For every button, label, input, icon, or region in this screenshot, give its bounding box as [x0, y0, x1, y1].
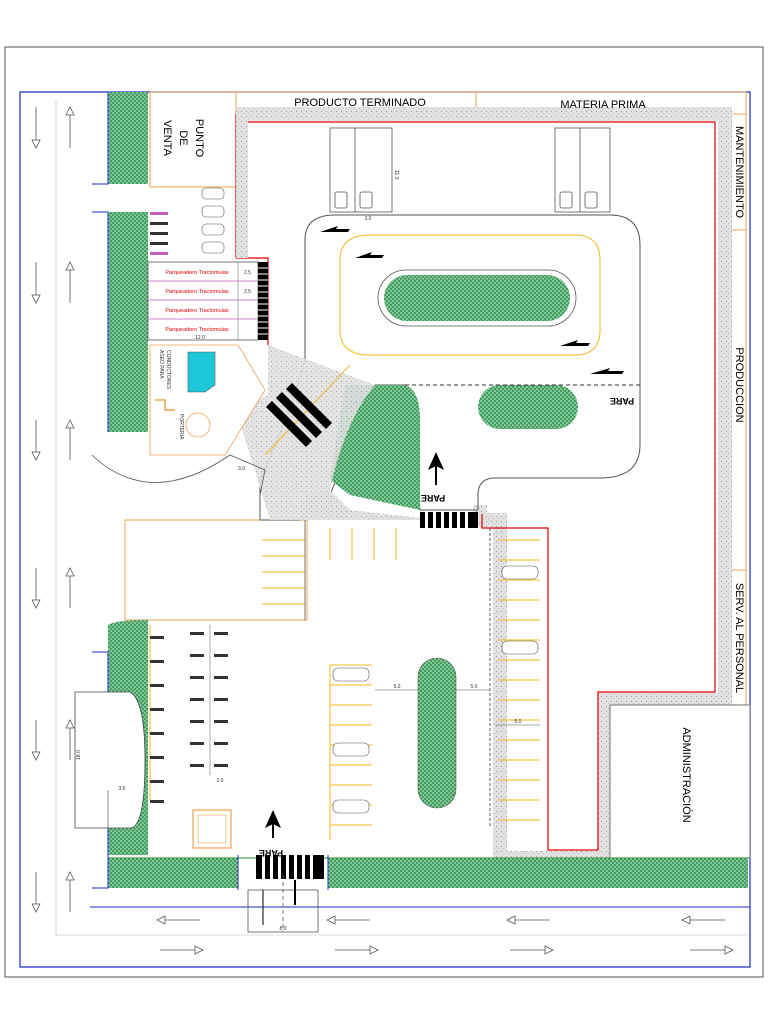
- dim-18: 18.0: [76, 750, 82, 760]
- stop-marking-exit: [265, 810, 281, 838]
- trailer-label-3: Parqueadero Tractomulas: [165, 308, 229, 314]
- zone-mantenimiento: MANTENIMIENTO: [733, 126, 745, 219]
- zone-administracion: ADMINISTRACIÓN: [680, 727, 693, 822]
- dim-5-0c: 5.0: [515, 719, 522, 725]
- stop-label-loop: PARE: [610, 396, 634, 406]
- sheet-frame: [4, 46, 764, 978]
- island-right: [478, 385, 578, 429]
- dim-5-0b: 5.0: [471, 684, 478, 690]
- zone-producto-terminado: PRODUCTO TERMINADO: [294, 97, 426, 109]
- side-dock: [74, 691, 146, 829]
- zone-produccion: PRODUCCION: [733, 347, 745, 422]
- loop-yellow-line: [339, 234, 601, 356]
- crosswalk-exit: [256, 855, 324, 879]
- motorcycle-parking-lower: [149, 625, 228, 803]
- green-strip-bottom-left: [108, 858, 238, 888]
- car-parking-top: [201, 187, 225, 254]
- stop-label-exit: PARE: [259, 848, 283, 858]
- dim-11-3: 11.3: [393, 170, 399, 180]
- parking-stalls-middle: [262, 528, 397, 605]
- dim-3-0: 3.0: [365, 216, 372, 222]
- orange-pad: [192, 809, 232, 849]
- truck-loop: [259, 214, 641, 521]
- dim-5-0a: 5.0: [394, 684, 401, 690]
- dim-2-5b: 2.5: [244, 289, 251, 295]
- trailer-parking: [147, 261, 268, 341]
- stop-label-center: PARE: [421, 493, 445, 503]
- road-arrows-left: [31, 106, 75, 913]
- dim-8: 8.0: [280, 926, 287, 932]
- motorcycle-parking-top: [150, 212, 168, 255]
- dim-2-5a: 2.5: [244, 270, 251, 276]
- green-strip-1: [108, 92, 148, 184]
- green-strip-bottom-right: [328, 858, 748, 888]
- trailer-label-4: Parqueadero Tractomulas: [165, 327, 229, 333]
- zone-serv-personal: SERV. AL PERSONAL: [733, 583, 745, 693]
- porteria-label: PORTERIA: [178, 414, 184, 440]
- island-lower: [417, 657, 457, 809]
- center-island: [384, 275, 570, 321]
- aseo-label-2: CONDUCTORES: [165, 350, 171, 390]
- orange-pad-inner: [197, 814, 227, 844]
- trailer-label-2: Parqueadero Tractomulas: [165, 289, 229, 295]
- road-arrows-bottom: [156, 915, 734, 955]
- dock-bays: [329, 127, 611, 213]
- parking-stalls-right: [498, 539, 540, 821]
- loop-arrows: [320, 226, 624, 374]
- dim-12: 12.0: [195, 335, 205, 341]
- zone-punto-2: DE: [177, 130, 189, 145]
- administracion-block: [609, 704, 751, 859]
- dimension-lines: [375, 689, 540, 726]
- dim-2-0: 2.0: [217, 778, 224, 784]
- zone-materia-prima: MATERIA PRIMA: [560, 99, 646, 111]
- crosswalk-center: [420, 512, 478, 528]
- dim-3-0b: 3.0: [238, 466, 245, 472]
- stop-marking-center: [428, 452, 444, 485]
- cars-right: [501, 565, 539, 655]
- exit-gate: [247, 875, 319, 933]
- zone-punto-1: PUNTO: [193, 119, 205, 158]
- green-strip-2: [108, 212, 148, 432]
- aseo-label-1: ASEO PARA: [158, 350, 164, 379]
- cars-left-middle: [332, 667, 370, 814]
- interior-wall: [248, 121, 716, 851]
- zone-punto-3: VENTA: [161, 120, 173, 157]
- gravel-left: [236, 114, 248, 258]
- porteria-building: [149, 344, 266, 456]
- trailer-label-1: Parqueadero Tractomulas: [165, 270, 229, 276]
- dim-3-5: 3.5: [119, 786, 126, 792]
- crosswalk-entrance: [266, 383, 332, 447]
